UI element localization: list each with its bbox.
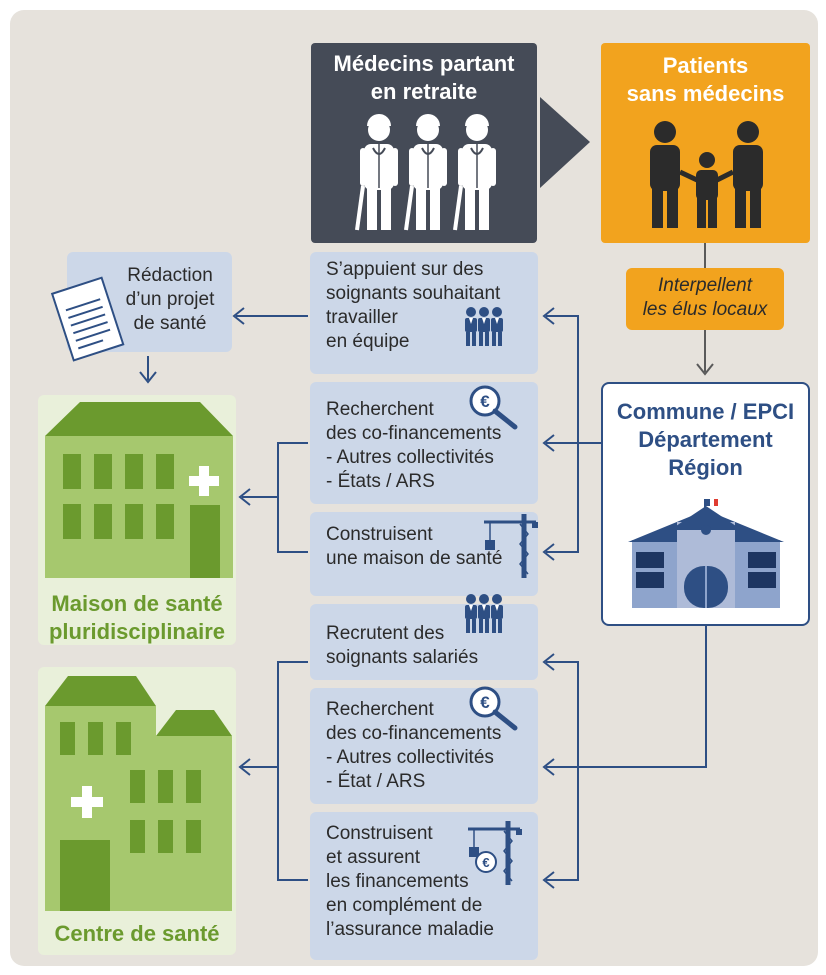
euro-magnifier-icon-centre (471, 688, 515, 728)
centre-step-build-box (310, 812, 538, 960)
doctors-icon (355, 112, 498, 232)
maison-building-icon (45, 402, 233, 578)
centre-step-funding-text: Recherchent des co-financements - Autres… (326, 699, 502, 792)
patients-title: Patients sans médecins (626, 53, 785, 106)
maison-step-build-text: Construisent une maison de santé (326, 524, 503, 569)
doctors-title: Médecins partant en retraite (333, 51, 515, 104)
document-icon (50, 276, 125, 362)
maison-caption: Maison de santé pluridisciplinaire (48, 591, 226, 644)
centre-step-build-text: Construisent et assurent les financement… (326, 823, 494, 940)
crane-euro-icon: € (468, 821, 522, 885)
family-icon (650, 121, 763, 228)
maison-step-build-box (310, 512, 538, 596)
flow-arrow-right (540, 97, 590, 188)
centre-step-funding-box (310, 688, 538, 804)
team-icon-centre (465, 594, 503, 633)
maison-step-funding-text: Recherchent des co-financements - Autres… (326, 399, 502, 492)
town-hall-icon (628, 499, 784, 608)
centre-caption: Centre de santé (54, 921, 220, 946)
svg-text:€: € (482, 855, 489, 870)
crane-icon (484, 514, 538, 578)
centre-building-icon (45, 676, 232, 911)
commune-title: Commune / EPCI Département Région (616, 399, 795, 480)
team-icon (465, 307, 503, 346)
flow-connectors (139, 307, 707, 889)
maison-step-team-text: S’appuient sur des soignants souhaitant … (326, 259, 501, 352)
interpellent-label: Interpellent les élus locaux (642, 275, 768, 320)
centre-step-team-text: Recrutent des soignants salariés (326, 623, 479, 668)
interpellent-arrowhead (696, 363, 714, 376)
redaction-label: Rédaction d’un projet de santé (125, 265, 215, 334)
euro-magnifier-icon (471, 387, 515, 427)
interpellent-box (626, 268, 784, 330)
